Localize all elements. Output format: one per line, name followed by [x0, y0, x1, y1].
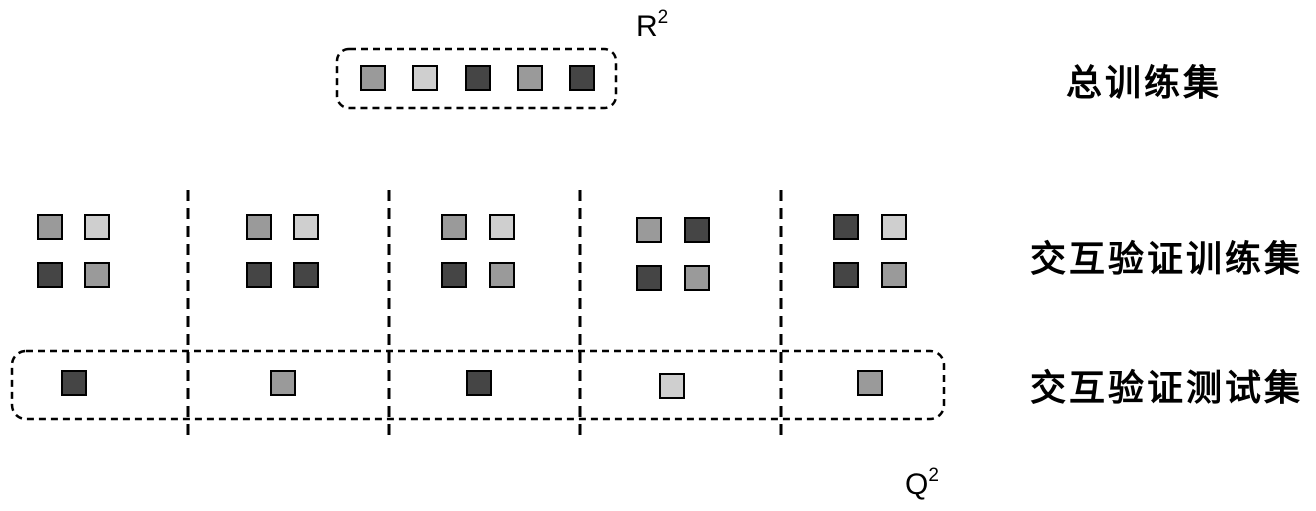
fold-1-train-sample	[37, 214, 63, 240]
r-squared-label: R2	[636, 7, 668, 43]
total-set-sample-dark	[569, 65, 595, 91]
fold-5-train-sample	[833, 262, 859, 288]
fold-1-test-sample	[61, 370, 87, 396]
fold-3-train-sample	[441, 214, 467, 240]
q-squared-label: Q2	[905, 465, 939, 501]
cv-training-set-label: 交互验证训练集	[1030, 239, 1304, 280]
fold-2-train-sample	[293, 214, 319, 240]
fold-3-test-sample	[466, 370, 492, 396]
fold-1-train-sample	[84, 214, 110, 240]
fold-5-test-sample	[857, 370, 883, 396]
fold-1-train-sample	[37, 262, 63, 288]
fold-2-train-sample	[293, 262, 319, 288]
fold-2-train-sample	[246, 214, 272, 240]
total-set-sample-medium	[517, 65, 543, 91]
total-set-sample-dark	[465, 65, 491, 91]
total-set-sample-medium	[360, 65, 386, 91]
cv-test-set-box	[10, 349, 946, 421]
fold-4-test-sample	[659, 373, 685, 399]
fold-1-train-sample	[84, 262, 110, 288]
fold-5-train-sample	[881, 262, 907, 288]
fold-3-train-sample	[489, 262, 515, 288]
cv-test-set-label: 交互验证测试集	[1030, 368, 1304, 409]
fold-5-train-sample	[881, 214, 907, 240]
fold-3-train-sample	[489, 214, 515, 240]
fold-2-train-sample	[246, 262, 272, 288]
fold-5-train-sample	[833, 214, 859, 240]
fold-2-test-sample	[270, 370, 296, 396]
fold-3-train-sample	[441, 262, 467, 288]
total-training-set-box	[335, 47, 618, 110]
fold-4-train-sample	[636, 265, 662, 291]
fold-4-train-sample	[684, 217, 710, 243]
fold-4-train-sample	[684, 265, 710, 291]
fold-4-train-sample	[636, 217, 662, 243]
total-set-sample-light	[412, 65, 438, 91]
total-training-set-label: 总训练集	[1066, 63, 1223, 104]
